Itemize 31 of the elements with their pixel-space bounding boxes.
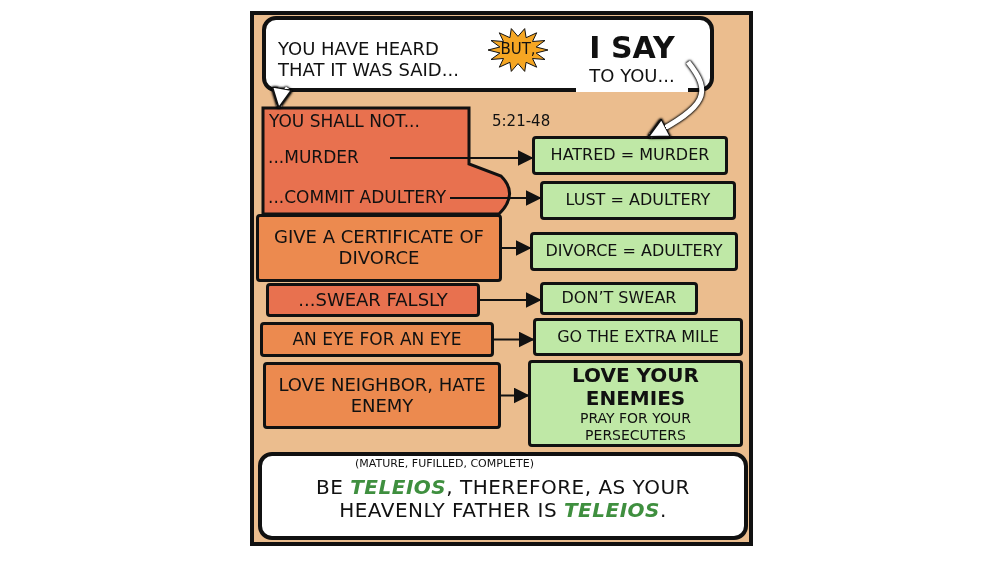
commandment-box: GIVE A CERTIFICATE OF DIVORCE	[256, 214, 502, 282]
box-text: LOVE YOUR ENEMIES	[571, 364, 700, 411]
arrow	[479, 292, 542, 308]
commandment-text: ...MURDER	[268, 146, 390, 170]
teaching-box	[528, 360, 743, 447]
teaching-box: GO THE EXTRA MILE	[533, 318, 743, 356]
arrow	[501, 240, 532, 256]
teaching-box: LUST = ADULTERY	[540, 181, 736, 220]
commandment-box: LOVE NEIGHBOR, HATE ENEMY	[263, 362, 501, 429]
conclusion-box	[258, 452, 748, 540]
arrow	[389, 150, 534, 166]
speech-text: YOU HAVE HEARD THAT IT WAS SAID...	[278, 32, 478, 88]
commandment-box: ...SWEAR FALSLY	[266, 283, 480, 317]
arrow	[271, 85, 294, 109]
commandment-text: ...COMMIT ADULTERY	[268, 186, 450, 210]
box-text: TO YOU...	[589, 65, 675, 87]
teaching-box: DIVORCE = ADULTERY	[530, 232, 738, 271]
box-text: YOU SHALL NOT...	[269, 112, 420, 132]
commandment-box: AN EYE FOR AN EYE	[260, 322, 494, 357]
verse-reference: 5:21-48	[492, 112, 551, 130]
arrow	[449, 190, 542, 206]
note-text: (MATURE, FUFILLED, COMPLETE)	[354, 458, 535, 471]
teaching-box: DON’T SWEAR	[540, 282, 698, 315]
exclamation-text: BUT,	[500, 41, 536, 59]
teaching-box: HATRED = MURDER	[532, 136, 728, 175]
arrow	[500, 387, 530, 404]
speech-banner	[262, 16, 714, 92]
box-text: I SAY	[589, 31, 675, 66]
arrow	[493, 331, 535, 348]
box-text: BE TELEIOS, THEREFORE, AS YOUR HEAVENLY FATHER IS TELEIOS.	[314, 476, 692, 522]
box-text: PRAY FOR YOUR PERSECUTERS	[578, 410, 693, 443]
